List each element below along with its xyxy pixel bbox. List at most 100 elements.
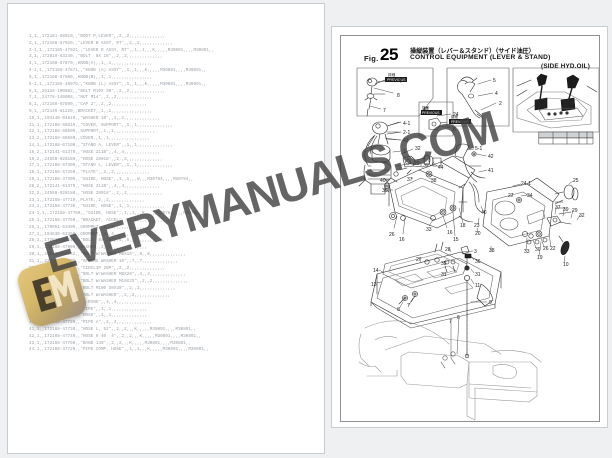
parts-list-line: 34,1,,26013-100001,,"BOLT W/WASHER M10X2… [29, 279, 189, 285]
callout-number: 29 [572, 208, 578, 214]
parts-list-line: 2,1,,172168-67920,,"LEVER B ASSY, RT",,2… [29, 40, 173, 46]
callout-number: 24-1 [521, 181, 532, 187]
parts-list-line: 20,2,,172141-61370,,"HOSE 211B",,4,,4,,,… [29, 183, 161, 189]
parts-list-line: 9,1,,172146-61220,,BRACKET,,1,,1,,,,,,,,… [29, 108, 153, 114]
parts-list-line: 5-1,1,,172165-48075,,"KNOB (L) ASSY",,1,… [29, 81, 207, 87]
parts-list-line: 13,1,,172168-68660,,COVER,,1,,1,,,,,,,,,… [29, 136, 150, 142]
parts-list-line: 7,1,,24778-140008,,"NUT M14",,2,,2,,,,,,… [29, 95, 153, 101]
callout-number: 33 [426, 227, 432, 233]
callout-number: 27 [508, 193, 514, 199]
parts-list-line: 31,1,,22217-100000,,"SPRING WASHER 10",,… [29, 258, 179, 264]
parts-list-line: 30,1,,26013-080162,,"BOLT W/WASHER M8X16… [29, 252, 186, 257]
figure-number: 25 [380, 45, 398, 64]
callout-number: 38 [489, 248, 495, 254]
callout-number: 38 [431, 178, 437, 184]
svg-text:PREVIOUS: PREVIOUS [422, 111, 440, 115]
callout-number: 5-1 [475, 146, 483, 152]
parts-list-line: 23,1,,172168-47710,,PLATE,,2,,2,,,,,,,,,… [29, 197, 145, 203]
parts-list-line: 19,1,,172168-47300,,"GUIDE, HOSE",,1,,1,… [29, 177, 194, 183]
parts-list-line: 27,1,,194630-62360,,GROMMET,,4,,4,,,,,,,… [29, 231, 150, 237]
parts-list-line: 39,1,,172168-47860,,"HOSE",,1,,1,,,,,,,,… [29, 313, 148, 319]
parts-list-line: 24,1,,172168-47730,,"GUIDE, HOSE",,1,,1,… [29, 204, 166, 210]
parts-list-line: 15,2,,172141-61370,,"HOSE 211B",,4,,4,,,… [29, 149, 161, 155]
callout-number: 10 [563, 262, 569, 268]
callout-number: 8 [453, 127, 456, 133]
title-english: CONTROL EQUIPMENT (LEVER & STAND) [410, 54, 551, 61]
parts-list-line: 4-1,1,,172165-47871,,"KNOB (A) ASSY",,1,… [29, 68, 207, 74]
callout-number: 20 [475, 231, 481, 237]
callout-number: 34 [527, 193, 533, 199]
callout-number: 19 [537, 255, 543, 261]
parts-list-line: 5,1,,172168-67880,,KNOB(B),,1,,1,,,,,,,,… [29, 74, 153, 80]
callout-number: 31 [475, 272, 481, 278]
exploded-parts-drawing: 詳細 PREVIOUS [341, 66, 599, 421]
callout-number: 1 [403, 149, 406, 155]
parts-list-line: 44,1,,172168-47720,,"PIPE COMP, HOSE",,1… [29, 347, 209, 353]
callout-number: 15 [453, 237, 459, 243]
callout-number: 18 [460, 223, 466, 229]
callout-number: 36 [475, 259, 481, 265]
callout-number: 13 [371, 282, 377, 288]
callout-number: 32 [579, 213, 585, 219]
callout-number: 9 [489, 300, 492, 306]
parts-diagram-page: Fig. 25 操縦装置（レバー＆スタンド）（サイド油圧） CONTROL EQ… [331, 26, 608, 428]
callout-number: 37 [407, 177, 413, 183]
callout-number: 16 [447, 230, 453, 236]
callout-number: 11 [475, 283, 481, 289]
callout-number: 28 [445, 247, 451, 253]
parts-list-line: 43,1,,172168-47750,,"BAND 140",,2,,2,,,K… [29, 340, 191, 346]
callout-number: 4 [495, 91, 498, 97]
svg-text:詳細: 詳細 [422, 105, 429, 110]
parts-list-line: 25,1,,172168-47750,,"BRACKET, ACCEL",,1,… [29, 217, 173, 223]
callout-number: 14 [373, 268, 379, 274]
callout-number: 7 [449, 319, 452, 325]
callout-number: 24 [453, 112, 459, 118]
parts-list-line: 22,2,,24550-028180,,"HOSE 28018",,2,,2,,… [29, 190, 163, 196]
diagram-frame: Fig. 25 操縦装置（レバー＆スタンド）（サイド油圧） CONTROL EQ… [340, 35, 600, 422]
svg-text:詳細: 詳細 [451, 114, 458, 119]
parts-list-line: 12,1,,172168-68600,,SUPPORT,,1,,1,,,,,,,… [29, 129, 155, 135]
callout-number: 2-1 [403, 130, 411, 136]
parts-list-line: 14,1,,172168-67100,,"STAND A, LEVER",,1,… [29, 143, 173, 148]
callout-number: 7 [407, 303, 410, 309]
callout-number: 29 [414, 161, 420, 167]
callout-number: 39 [423, 163, 429, 169]
svg-text:PREVIOUS: PREVIOUS [451, 120, 469, 124]
callout-number: 43 [403, 138, 409, 144]
parts-list-line: 16,2,,24550-028180,,"HOSE 28018",,2,,2,,… [29, 156, 163, 162]
callout-number: 25 [573, 178, 579, 184]
callout-number: 2 [499, 101, 502, 107]
callout-number: 42 [423, 107, 429, 113]
callout-number: 41 [488, 168, 494, 174]
callout-number: 42 [488, 154, 494, 160]
parts-list-line: 24-1,1,,172168-47780,,"GUIDE, HOSE",,1,,… [29, 211, 204, 217]
callout-number: 31 [441, 272, 447, 278]
callout-number: 35 [441, 261, 447, 267]
parts-list-line: 6,1,,26116-100082,,"BOLT M10X 30",,2,,2,… [29, 88, 166, 94]
callout-number: 26 [543, 246, 549, 252]
callout-number: 23 [474, 223, 480, 229]
parts-list-line: 17,1,,172168-67300,,"STAND L, LEVER",,1,… [29, 163, 173, 169]
parts-list-line: 42,1,,172168-47740,,"HOSE H 40 4",,2,,2,… [29, 333, 202, 339]
svg-text:PREVIOUS: PREVIOUS [387, 78, 406, 82]
callout-number: 7 [383, 108, 386, 114]
callout-number: 30 [535, 247, 541, 253]
callout-number: 37 [555, 205, 561, 211]
parts-list-line: 18,1,,172168-67250,,"PLATE",,2,,2,,,,,,,… [29, 170, 150, 176]
parts-list-line: 11,1,,172168-68610,,"COVER, SUPPORT",,1,… [29, 122, 173, 128]
callout-number: 32 [415, 146, 421, 152]
callout-number: 27 [416, 257, 422, 263]
parts-list-line: 4,1,,172168-67870,,KNOB(A),,1,,1,,,,,,,,… [29, 61, 153, 67]
title-subtitle: (SIDE HYD.OIL) [541, 62, 590, 70]
parts-list-line: 38,1,,172168-47800,,"PIPE",,1,,1,,,,,,,,… [29, 306, 148, 312]
callout-number: 5 [493, 78, 496, 84]
callout-number: 6 [457, 315, 460, 321]
parts-list-line: 29,1,,172168-47990,,WASHER,,2,,2,,,,,,,,… [29, 245, 148, 251]
parts-list-line: 32,1,,23342-000000,,"CIRCLIP 20P",,2,,2,… [29, 265, 166, 271]
callout-number: 40 [481, 210, 487, 216]
callout-number: 40 [380, 178, 386, 184]
parts-list-line: 35,1,,26116-100082,,"BOLT M100 30X30",,2… [29, 286, 176, 292]
svg-text:詳細: 詳細 [388, 72, 396, 77]
callout-number: 4-1 [403, 121, 411, 127]
